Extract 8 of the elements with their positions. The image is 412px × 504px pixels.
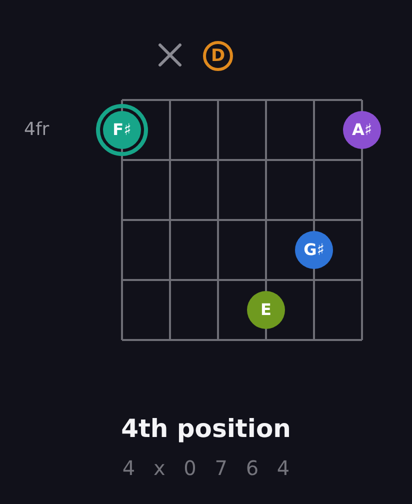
note-dot: G♯ bbox=[295, 231, 333, 269]
fret-number-label: 4fr bbox=[24, 118, 50, 142]
note-dot: A♯ bbox=[343, 111, 381, 149]
root-note-dot: F♯ bbox=[96, 104, 148, 156]
open-string-circle: D bbox=[203, 41, 233, 71]
note-dot: E bbox=[247, 291, 285, 329]
fingering-caption: 4 x 0 7 6 4 bbox=[121, 455, 297, 482]
chord-title: 4th position bbox=[120, 413, 292, 445]
